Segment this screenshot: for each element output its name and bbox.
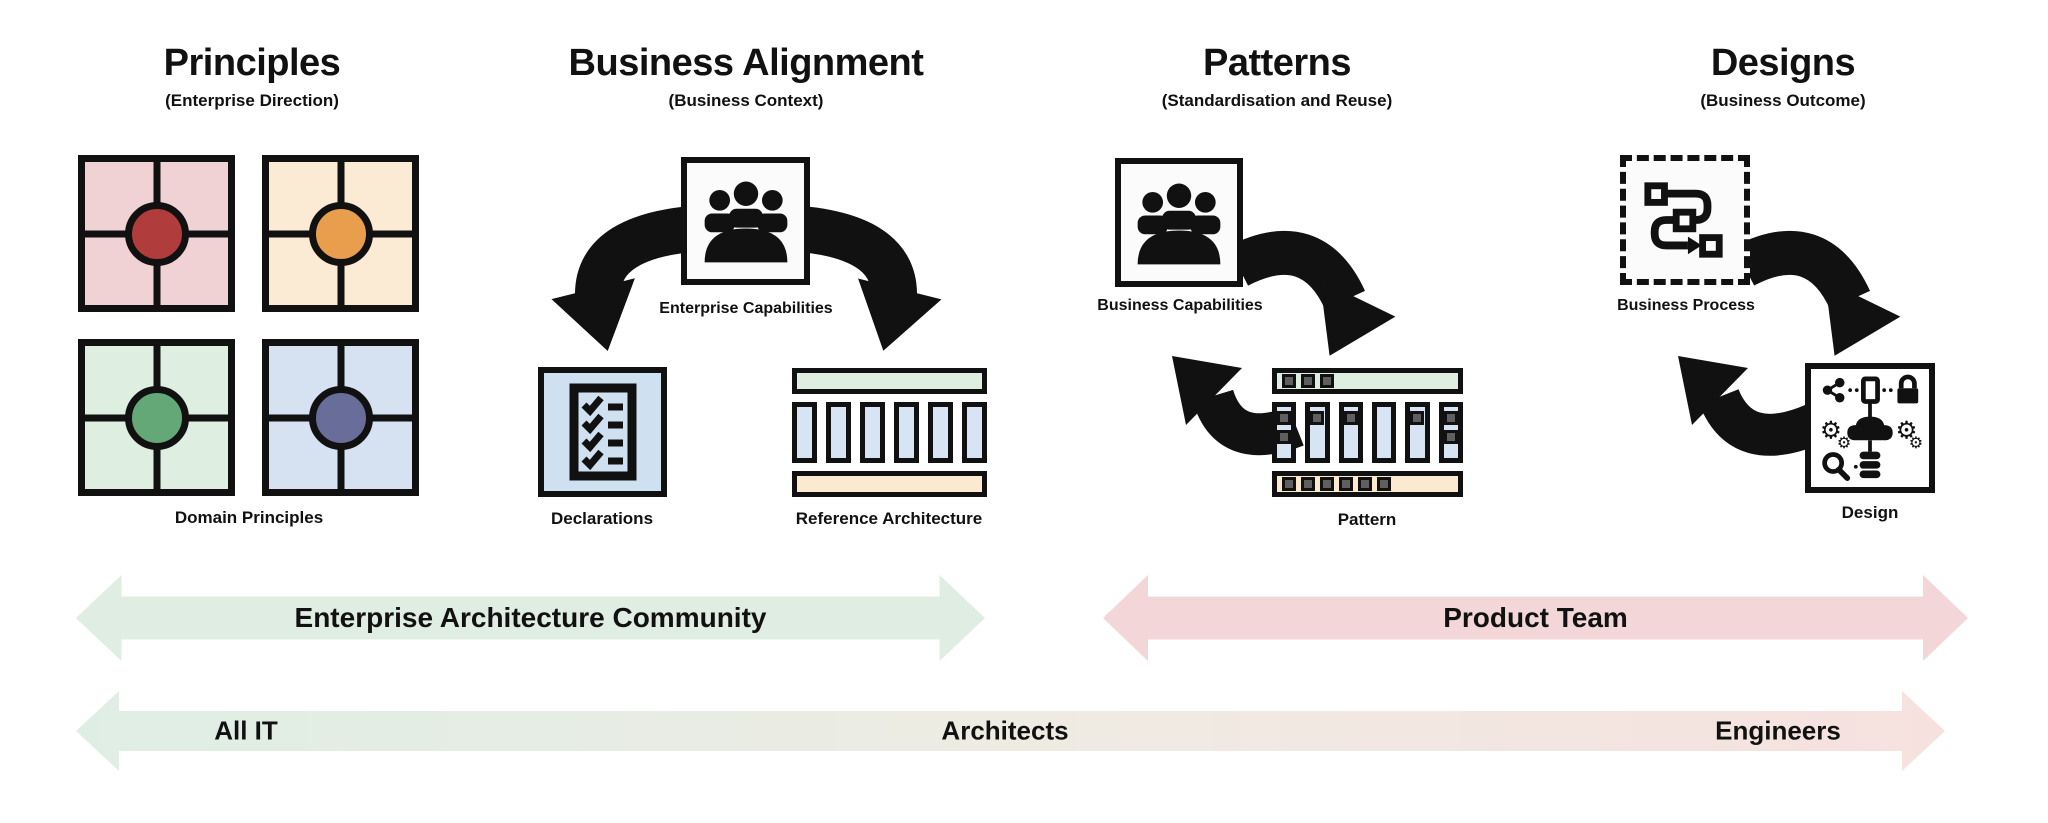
svg-text:⚙: ⚙	[1909, 433, 1922, 452]
domain-principles-label: Domain Principles	[174, 508, 324, 527]
quadrant-dot-orange	[308, 201, 373, 266]
lock-icon	[1897, 374, 1919, 404]
business-process-flow-icon	[1644, 182, 1723, 258]
quadrant-dot-indigo	[308, 385, 373, 450]
quadrant-peach	[262, 155, 419, 312]
pattern-icon	[1272, 368, 1463, 497]
designs-header: Designs (Business Outcome)	[1573, 42, 1993, 111]
business-alignment-header: Business Alignment (Business Context)	[536, 42, 956, 111]
design-architecture-icon: ⚙⚙ ⚙⚙	[1820, 374, 1922, 481]
enterprise-capabilities-label: Enterprise Capabilities	[659, 300, 833, 317]
arrow-capabilities-to-reference-architecture	[786, 205, 942, 351]
principles-subtitle: (Enterprise Direction)	[165, 90, 339, 110]
reference-architecture-icon	[792, 368, 987, 497]
business-capabilities-label: Business Capabilities	[1097, 297, 1263, 314]
quadrant-pink	[78, 155, 235, 312]
pattern-label: Pattern	[1337, 510, 1397, 529]
quadrant-dot-red	[124, 201, 189, 266]
business-process-label: Business Process	[1617, 297, 1755, 314]
pattern-bottom-bar	[1272, 471, 1463, 497]
designs-title: Designs	[1710, 42, 1856, 84]
business-process-box	[1620, 155, 1750, 285]
svg-text:⚙: ⚙	[1820, 415, 1842, 444]
role-all-it-label: All IT	[214, 715, 278, 746]
checklist-icon	[569, 383, 636, 481]
arrow-design-to-business-process	[1678, 356, 1823, 456]
product-team-band-label: Product Team	[1443, 602, 1628, 633]
declarations-box	[538, 367, 667, 497]
refarch-bars	[792, 402, 987, 463]
magnifier-icon	[1822, 452, 1851, 481]
refarch-top-bar	[792, 368, 987, 394]
patterns-header: Patterns (Standardisation and Reuse)	[1067, 42, 1487, 111]
quadrant-blue	[262, 339, 419, 496]
gears-icon: ⚙⚙ ⚙⚙	[1820, 415, 1922, 451]
community-band-label: Enterprise Architecture Community	[294, 602, 767, 633]
arrow-business-process-to-design	[1733, 231, 1901, 356]
refarch-bottom-bar	[792, 471, 987, 497]
business-capabilities-box	[1115, 158, 1243, 287]
declarations-label: Declarations	[550, 509, 654, 528]
role-engineers-label: Engineers	[1715, 715, 1841, 746]
cloud-icon	[1847, 416, 1893, 441]
design-box: ⚙⚙ ⚙⚙	[1805, 363, 1935, 493]
quadrant-dot-green	[124, 385, 189, 450]
principles-title: Principles	[163, 42, 341, 84]
patterns-title: Patterns	[1202, 42, 1352, 84]
device-icon	[1861, 376, 1880, 404]
designs-subtitle: (Business Outcome)	[1700, 90, 1866, 110]
role-architects-label: Architects	[941, 715, 1069, 746]
pattern-top-bar	[1272, 368, 1463, 394]
svg-text:⚙: ⚙	[1837, 433, 1851, 452]
business-alignment-subtitle: (Business Context)	[668, 90, 824, 110]
quadrant-green	[78, 339, 235, 496]
arrow-business-capabilities-to-pattern	[1227, 231, 1396, 356]
pattern-bars	[1272, 402, 1463, 463]
people-group-icon	[704, 181, 787, 263]
enterprise-capabilities-box	[681, 157, 810, 285]
business-alignment-title: Business Alignment	[568, 42, 924, 84]
database-icon	[1859, 451, 1881, 479]
patterns-subtitle: (Standardisation and Reuse)	[1161, 90, 1393, 110]
principles-header: Principles (Enterprise Direction)	[42, 42, 462, 111]
svg-text:⚙: ⚙	[1896, 415, 1918, 444]
people-group-icon	[1137, 183, 1221, 264]
network-nodes-icon	[1822, 377, 1845, 403]
design-label: Design	[1841, 503, 1899, 522]
reference-architecture-label: Reference Architecture	[795, 509, 983, 528]
